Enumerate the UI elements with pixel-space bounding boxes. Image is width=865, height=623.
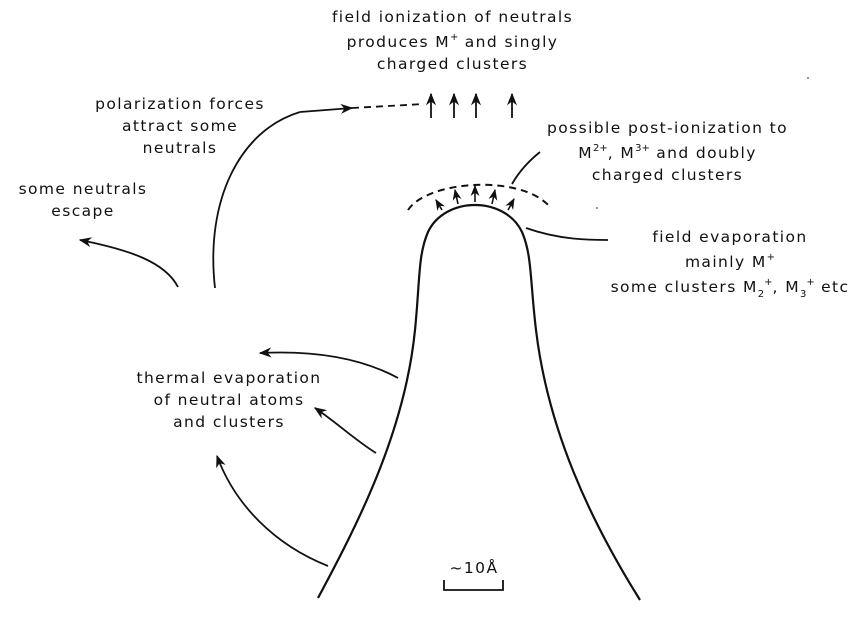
polarization-attraction-arrow [300, 108, 352, 112]
scale-label: ~10Å [438, 557, 510, 579]
neutral-escape-curve [80, 240, 178, 287]
field-evaporation-label: field evaporation mainly M+ some cluster… [596, 226, 864, 305]
thermal-arrow-3 [217, 456, 328, 566]
some-neutrals-label: some neutrals escape [8, 178, 158, 222]
polarization-label: polarization forces attract some neutral… [80, 93, 280, 159]
post-ionization-label: possible post-ionization to M2+, M3+ and… [530, 117, 805, 186]
polarization-dashed-link [352, 104, 424, 108]
apex-ion-arrows [436, 186, 514, 210]
field-ionization-label: field ionization of neutrals produces M+… [320, 6, 585, 75]
speck [807, 77, 809, 79]
speck [596, 207, 598, 209]
scale-bar [444, 580, 503, 590]
thermal-evaporation-label: thermal evaporation of neutral atoms and… [104, 367, 354, 433]
emitter-tip-outline [318, 205, 640, 600]
field-ionization-arrows [431, 94, 512, 118]
